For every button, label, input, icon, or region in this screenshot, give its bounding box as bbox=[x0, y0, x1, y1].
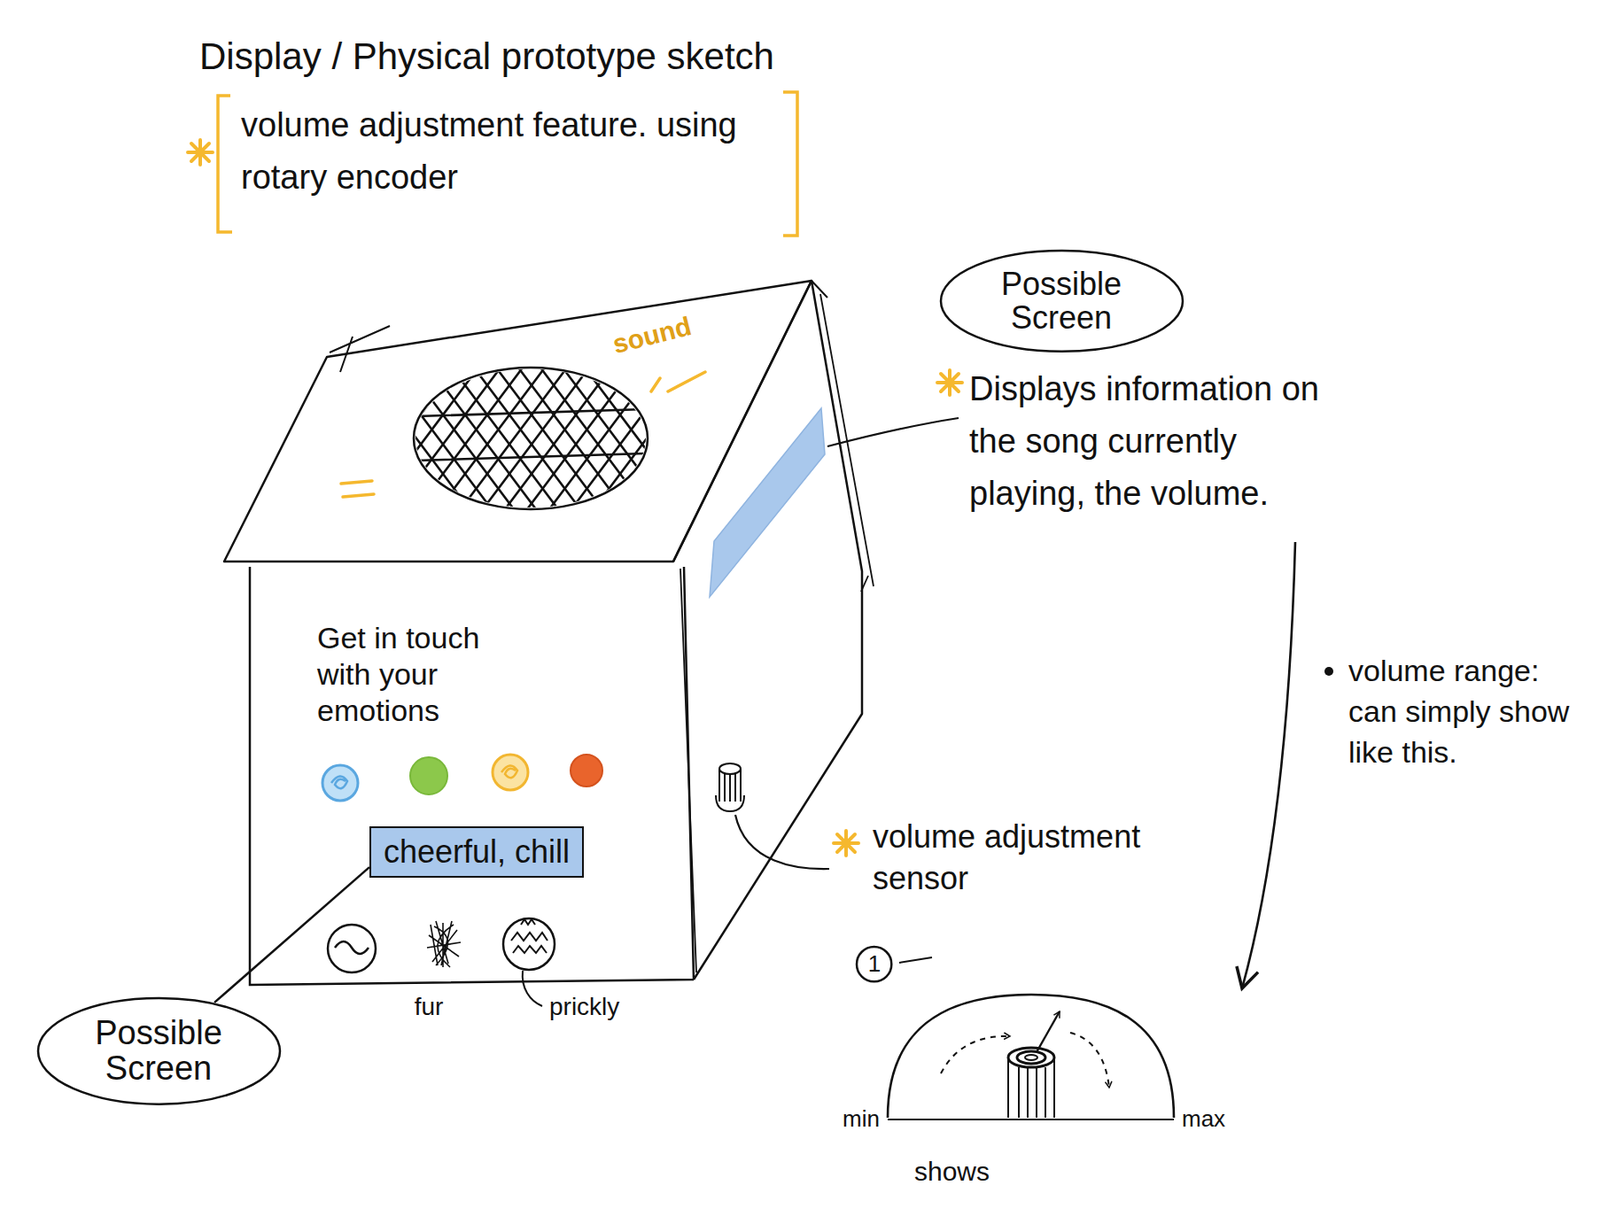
rotation-arc bbox=[1070, 1033, 1110, 1088]
leader-line bbox=[827, 418, 959, 447]
node-body: Possible Screen bbox=[981, 267, 1142, 335]
sketch-title: Display / Physical prototype sketch bbox=[199, 35, 775, 78]
dial-baseline bbox=[887, 1118, 1174, 1121]
node-body: cheerful, chill bbox=[383, 832, 570, 871]
emotion-dot bbox=[501, 765, 518, 778]
dial-pointer bbox=[1036, 1011, 1060, 1053]
scale-label: max bbox=[1181, 1105, 1226, 1134]
hatch-lines bbox=[414, 409, 647, 461]
leader-line bbox=[214, 867, 370, 1003]
bracket bbox=[217, 95, 233, 233]
box-front-face bbox=[249, 566, 694, 986]
star-mark bbox=[187, 139, 213, 165]
texture-label: prickly bbox=[549, 992, 620, 1023]
outline-shape bbox=[856, 947, 892, 982]
texture-label: fur bbox=[405, 992, 452, 1023]
dial-knob bbox=[1017, 1051, 1046, 1065]
node-label: Possible Screen bbox=[78, 1016, 239, 1088]
node-label: cheerful, chill bbox=[383, 832, 570, 871]
outline-shape bbox=[38, 998, 280, 1105]
callout-number: 1 bbox=[854, 945, 894, 984]
side-screen bbox=[709, 408, 825, 598]
texture-button bbox=[503, 918, 555, 971]
texture-button bbox=[427, 921, 461, 968]
screen-note: Displays information on the song current… bbox=[969, 363, 1360, 521]
node-body: 1 bbox=[868, 952, 881, 977]
pointer-arrow bbox=[1242, 542, 1296, 989]
bullet-dot bbox=[1324, 667, 1334, 676]
dial-dome bbox=[887, 994, 1174, 1119]
leader-line bbox=[735, 815, 830, 870]
dial-knob bbox=[1008, 1048, 1055, 1068]
texture-button bbox=[334, 941, 369, 955]
box-top-face bbox=[224, 280, 812, 562]
rotation-arc bbox=[940, 1036, 1010, 1074]
leader-line bbox=[522, 970, 543, 1007]
emotion-dot bbox=[322, 765, 358, 801]
sound-mark bbox=[651, 372, 706, 392]
texture-button bbox=[511, 919, 548, 954]
knob-symbol bbox=[715, 768, 745, 812]
hatch-lines bbox=[318, 367, 758, 510]
sound-mark bbox=[341, 481, 374, 498]
node-label: Possible Screen bbox=[981, 267, 1142, 335]
node-label: 1 bbox=[868, 952, 881, 977]
bracket bbox=[783, 92, 798, 236]
sensor-note: volume adjustment sensor bbox=[872, 816, 1210, 901]
dial-knob bbox=[1025, 1055, 1038, 1061]
sound-label: sound bbox=[609, 310, 695, 361]
leader-line bbox=[899, 957, 933, 964]
screen-callout: Possible Screen bbox=[939, 248, 1185, 354]
screen-callout: Possible Screen bbox=[36, 996, 282, 1107]
knob-symbol bbox=[719, 763, 741, 775]
prompt-text: Get in touch with your emotions bbox=[317, 620, 539, 729]
emotion-dot bbox=[570, 754, 603, 787]
range-note: volume range: can simply show like this. bbox=[1348, 651, 1579, 774]
dial-caption: shows bbox=[914, 1156, 990, 1189]
sketch-stroke bbox=[329, 280, 828, 373]
emotion-dot bbox=[492, 754, 529, 791]
star-mark bbox=[833, 831, 859, 856]
outline-shape bbox=[940, 250, 1183, 352]
emotion-dot bbox=[331, 776, 348, 789]
sketch-stroke bbox=[680, 294, 874, 973]
mood-screen: cheerful, chill bbox=[369, 826, 584, 878]
feature-note: volume adjustment feature. using rotary … bbox=[240, 99, 738, 204]
box-side-face bbox=[673, 280, 863, 980]
texture-button bbox=[327, 924, 376, 973]
hatch-lines bbox=[349, 367, 745, 510]
node-body: Possible Screen bbox=[78, 1016, 239, 1088]
star-mark bbox=[937, 370, 963, 396]
emotion-dot bbox=[410, 757, 448, 795]
speaker-hatch bbox=[318, 367, 758, 510]
scale-label: min bbox=[819, 1105, 880, 1134]
